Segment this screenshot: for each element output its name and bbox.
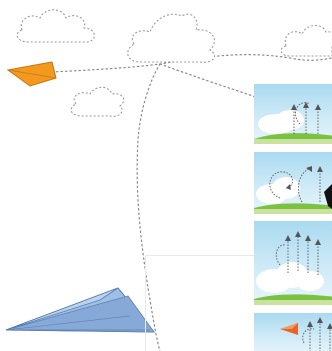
small-orange-plane-icon — [280, 323, 298, 335]
blue-paper-plane — [6, 288, 154, 332]
swirling-airflow-icon — [254, 152, 332, 214]
plane-airflow-icon — [254, 313, 332, 351]
orange-paper-plane — [8, 62, 56, 86]
page-fold-edge — [145, 255, 266, 351]
cloud-outline-2 — [128, 14, 215, 62]
rising-airflow-icon — [254, 221, 332, 305]
airflow-panel-4 — [254, 313, 332, 351]
upward-airflow-icon — [254, 84, 332, 144]
airflow-panel-2 — [254, 152, 332, 214]
airflow-panel-1 — [254, 84, 332, 144]
cloud-outline-3 — [281, 25, 332, 56]
airflow-panel-3 — [254, 221, 332, 305]
cloud-outline-1 — [17, 10, 94, 42]
cloud-outline-4 — [71, 87, 124, 116]
